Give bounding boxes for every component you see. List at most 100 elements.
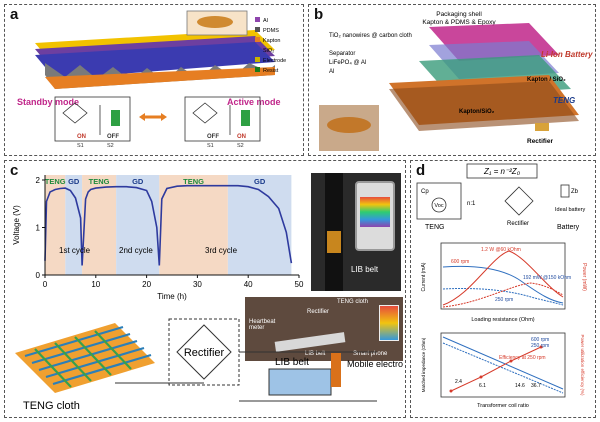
device-kapton-layer <box>45 67 275 89</box>
teng-d-label: TENG <box>425 224 444 231</box>
lib-belt-schematic-label: LIB belt <box>275 357 309 368</box>
active-s2-label: S2 <box>237 143 244 149</box>
panel-c-label: c <box>10 162 19 179</box>
rectifier-label: Rectifier <box>527 138 553 145</box>
ideal-battery-label: Ideal battery <box>555 207 586 213</box>
power-250-curve <box>442 282 564 308</box>
lib-belt-photo-label: LIB belt <box>351 265 379 274</box>
cycle-3-label: 3rd cycle <box>205 246 238 255</box>
panel-d-circuit: Z₁ = n⁻²Z₀ Cp Voc n:1 Rectifier Zb Ideal… <box>416 163 586 231</box>
photo-teng-cloth-label: TENG cloth <box>337 299 369 305</box>
phase-label-2: TENG <box>89 177 110 186</box>
plot2-ylabel: Matched impedance (Ohm) <box>421 337 426 392</box>
phase-label-5: GD <box>254 177 266 186</box>
x-tick-label-50: 50 <box>295 280 304 289</box>
battery-d-label: Battery <box>557 224 580 231</box>
phase-bands <box>45 175 292 275</box>
tio2-label: TiO₂ nanowires @ carbon cloth <box>329 33 412 39</box>
teng-sio2-layer <box>389 81 579 131</box>
panel-b-label: b <box>314 6 324 23</box>
separator-label: Separator <box>329 51 355 57</box>
active-off-label: OFF <box>207 134 219 140</box>
impedance-250-line <box>442 342 564 394</box>
al-label: Al <box>329 69 334 75</box>
phase-band-4 <box>159 175 228 275</box>
plot1-annotation-192: 192 mW @150 kOhm <box>523 275 571 281</box>
standby-off-label: OFF <box>107 134 119 140</box>
active-battery-icon <box>241 110 250 126</box>
panel-d: d Z₁ = n⁻²Z₀ Cp Voc n:1 Rectifier Zb Ide… <box>410 160 596 418</box>
active-s1-label: S1 <box>207 143 214 149</box>
device-sio2-layer <box>35 42 275 79</box>
kapton-sio2-label: Kapton / SiO₂ <box>527 77 566 83</box>
phase-band-5 <box>227 175 292 275</box>
standby-s1-label: S1 <box>77 143 84 149</box>
phase-label-0: TENG <box>45 177 66 186</box>
power-600-curve <box>442 250 564 306</box>
efficiency-line <box>450 346 542 392</box>
rectifier-text: Rectifier <box>184 347 225 359</box>
impedance-plot: 600 rpm 250 rpm Efficiency at 250 rpm 2.… <box>421 332 585 409</box>
y-axis-label: Voltage (V) <box>12 205 21 245</box>
photo-rectifier-label: Rectifier <box>307 309 330 315</box>
ratio-label: n:1 <box>467 201 476 207</box>
rectifier-bridge <box>176 324 232 380</box>
plot2-annotation-6-1: 6.1 <box>479 383 486 389</box>
standby-mode-label: Standby mode <box>17 97 79 107</box>
power-curve-plot: 1.2 W @60 kOhm 600 rpm 192 mW @150 kOhm … <box>421 242 587 323</box>
inset-device <box>197 16 233 28</box>
belt-battery <box>327 231 341 253</box>
teng-cloth-weave <box>15 323 155 393</box>
voc-source-icon <box>431 197 447 213</box>
phase-band-0 <box>45 175 66 275</box>
x-axis-label: Time (h) <box>157 292 187 301</box>
device-photo-pouch <box>327 117 371 133</box>
plot2-annotation-2-4: 2.4 <box>455 379 462 385</box>
rectifier-chip <box>535 123 549 131</box>
cp-label: Cp <box>421 189 429 195</box>
phone-screen-spectrum <box>360 197 390 227</box>
efficiency-markers <box>449 345 543 393</box>
legend-pdms: PDMS <box>263 28 279 34</box>
panel-b: b Packaging shell Kapton & PDMS & Epoxy … <box>308 4 596 156</box>
current-250-curve <box>442 287 564 306</box>
system-schematic: TENG cloth Rectifier LIB belt Mobile ele… <box>15 318 403 412</box>
plot2-xlabel: Transformer coil ratio <box>477 403 529 409</box>
y-tick-label-0: 0 <box>36 271 41 280</box>
standby-on-label: ON <box>77 134 86 140</box>
legend-resist: Resist <box>263 68 279 74</box>
active-on-label: ON <box>237 134 246 140</box>
x-tick-label-10: 10 <box>91 280 100 289</box>
legend-sio2: SiO₂ <box>263 48 274 54</box>
belt-phone-photo: LIB belt <box>311 173 401 291</box>
packaging-material-label: Kapton & PDMS & Epoxy <box>422 19 496 26</box>
current-600-curve <box>442 265 564 304</box>
photo-phone <box>379 305 399 341</box>
y-tick-label-2: 2 <box>36 176 41 185</box>
li-ion-label: Li-Ion Battery <box>541 50 593 59</box>
material-legend: Al PDMS Kapton SiO₂ Electrode Resist <box>255 17 286 74</box>
plot1-annotation-250: 250 rpm <box>495 297 513 303</box>
plot2-annotation-36-7: 36.7 <box>531 383 541 389</box>
phase-label-3: GD <box>132 177 144 186</box>
cycle-1-label: 1st cycle <box>59 246 91 255</box>
x-tick-label-20: 20 <box>142 280 151 289</box>
wearable-photo: TENG cloth Rectifier Heartbeat meter LIB… <box>245 297 403 361</box>
cycle-2-label: 2nd cycle <box>119 246 153 255</box>
plot1-ylabel: Current (mA) <box>421 262 427 291</box>
phase-label-4: TENG <box>183 177 204 186</box>
plot1-y2label: Power (mW) <box>581 263 587 291</box>
photo-smart-phone-label: Smart phone <box>353 351 388 357</box>
phase-band-3 <box>116 175 160 275</box>
active-mode-label: Active mode <box>227 97 281 107</box>
standby-s2-label: S2 <box>107 143 114 149</box>
x-tick-label-30: 30 <box>193 280 202 289</box>
plot1-annotation-peak: 1.2 W @60 kOhm <box>481 247 521 253</box>
zb-resistor <box>560 184 570 198</box>
panel-a-illustration: Al PDMS Kapton SiO₂ Electrode Resist Sta… <box>17 10 286 149</box>
panel-a: a Al PDMS Kapton SiO₂ Electrode Resist S… <box>4 4 304 156</box>
plot2-legend-600: 600 rpm <box>531 337 549 343</box>
